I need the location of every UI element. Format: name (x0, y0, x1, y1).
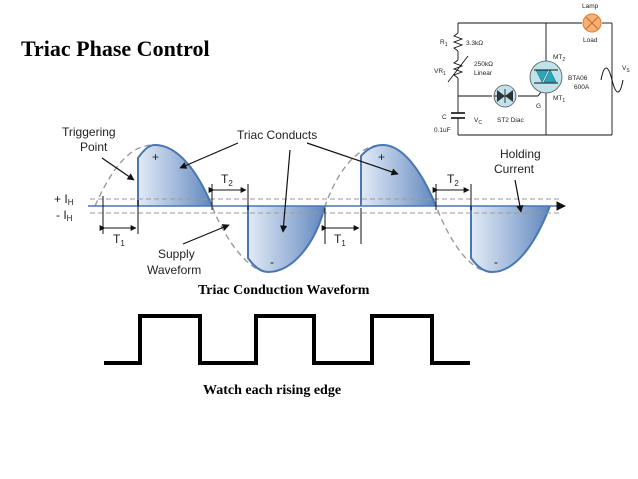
vr1-type: Linear (474, 70, 493, 77)
conduction-curve-2 (247, 205, 326, 274)
plus-sign-2: + (378, 150, 385, 164)
r1-label: R1 (440, 39, 448, 48)
holding-current-label: Holding (500, 147, 541, 161)
potentiometer-vr1 (452, 59, 464, 79)
vr1-value: 250kΩ (474, 61, 493, 68)
capacitor-label: C (442, 114, 447, 121)
lamp-label: Lamp (582, 3, 599, 10)
triggering-point-arrow (101, 157, 135, 181)
resistor-r1 (452, 32, 464, 52)
plus-sign-1: + (152, 150, 159, 164)
conduction-region-positive-2 (361, 145, 436, 206)
supply-waveform-label-2: Waveform (147, 263, 201, 277)
conduction-curve-4 (470, 205, 551, 274)
conduction-region-negative-2 (471, 206, 550, 272)
gate-label: G (536, 103, 541, 110)
t2-label-2: T2 (447, 172, 459, 188)
triggering-point-label-2: Point (80, 140, 108, 154)
conduction-waveform: Triggering Point Triac Conducts Holding … (54, 125, 566, 277)
diac-label: ST2 Diac (497, 117, 524, 124)
page-title: Triac Phase Control (21, 36, 210, 61)
t2-label-1: T2 (221, 172, 233, 188)
conduction-region-positive-1 (138, 145, 212, 206)
triac-conducts-arrow-3 (306, 142, 399, 176)
holding-current-label-2: Current (494, 162, 535, 176)
triac-conducts-label: Triac Conducts (237, 128, 317, 142)
r1-value: 3.3kΩ (466, 40, 483, 47)
triac-rating-label: 600A (574, 84, 590, 91)
plus-ih-label: + IH (54, 192, 74, 207)
square-wave-caption: Watch each rising edge (203, 383, 342, 398)
square-wave (104, 314, 470, 365)
mt1-label: MT1 (553, 95, 565, 104)
capacitor-value: 0.1uF (434, 127, 451, 134)
minus-sign-2: - (494, 255, 498, 269)
supply-sine-icon (600, 67, 624, 93)
diac-icon (493, 84, 517, 108)
supply-waveform-label: Supply (158, 247, 195, 261)
t1-label-1: T1 (113, 232, 125, 248)
circuit-schematic (447, 22, 613, 136)
conduction-curve-1 (137, 143, 213, 207)
holding-current-arrow (514, 179, 524, 213)
waveform-caption: Triac Conduction Waveform (198, 283, 370, 298)
triggering-point-label: Triggering (62, 125, 116, 139)
vs-label: VS (622, 65, 630, 74)
triac-part-label: BTA06 (568, 75, 588, 82)
minus-ih-label: - IH (56, 208, 73, 223)
triac-icon (529, 60, 563, 94)
load-label: Load (583, 37, 598, 44)
vr1-label: VR1 (434, 68, 446, 77)
vc-label: VC (474, 117, 482, 126)
conduction-curve-3 (360, 143, 437, 207)
minus-sign-1: - (270, 255, 274, 269)
triac-conducts-arrow-2 (279, 149, 291, 233)
supply-waveform-arrow (182, 224, 230, 245)
t1-label-2: T1 (334, 232, 346, 248)
conduction-region-negative-1 (248, 206, 325, 272)
circuit-labels: Lamp Load R1 3.3kΩ VR1 250kΩ Linear C 0.… (434, 3, 630, 134)
triac-conducts-arrow-1 (179, 142, 239, 169)
mt2-label: MT2 (553, 54, 565, 63)
